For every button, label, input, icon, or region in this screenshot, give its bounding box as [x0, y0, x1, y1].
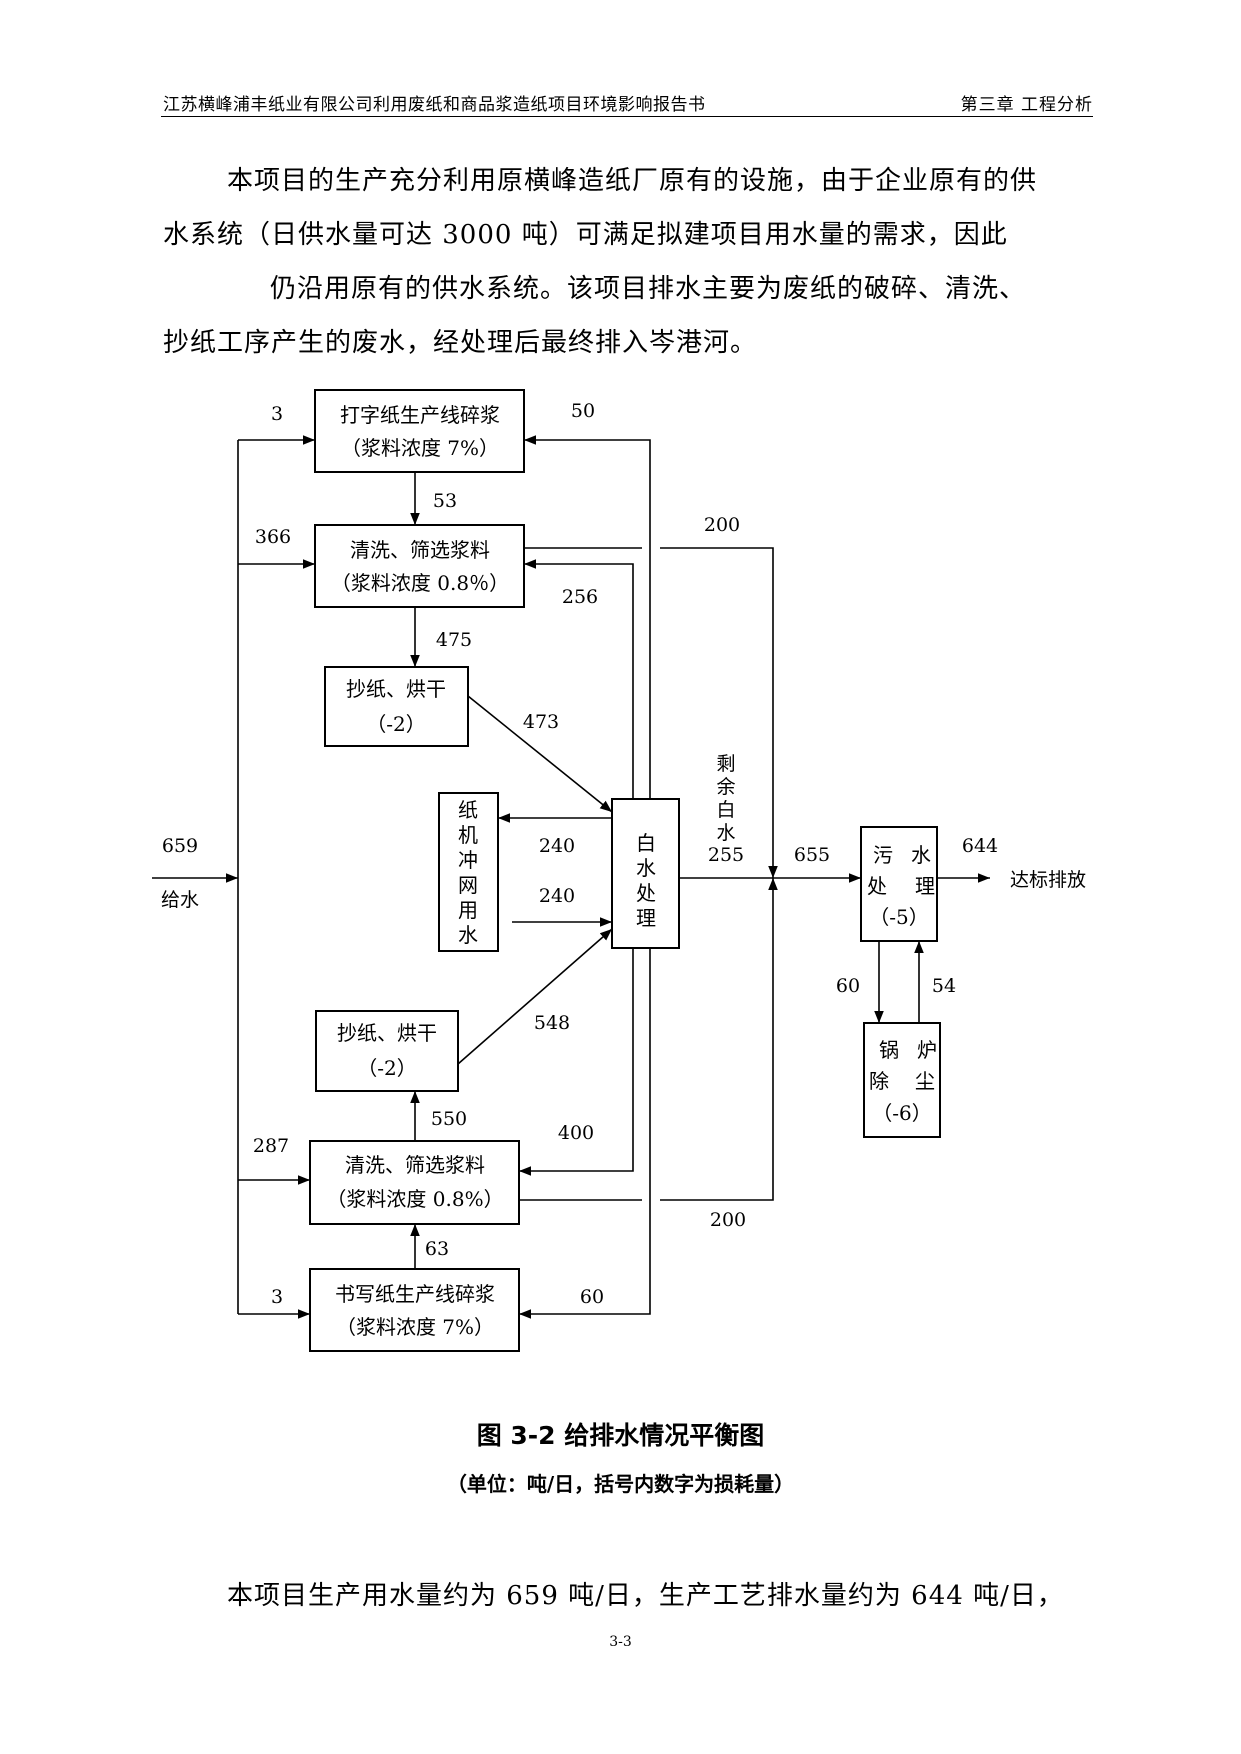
wire-flush-char: 纸: [458, 798, 478, 822]
flow-value: 644: [962, 835, 998, 857]
flow-value: 240: [539, 835, 575, 857]
box-6-line-1: 书写纸生产线碎浆: [335, 1282, 495, 1306]
flow-value: 200: [704, 514, 740, 536]
box-papermaking-drying-lower: [315, 1010, 459, 1092]
box-3-line-1: 抄纸、烘干: [346, 677, 446, 701]
figure-subtitle: （单位：吨/日，括号内数字为损耗量）: [446, 1472, 795, 1496]
paragraph-line: 抄纸工序产生的废水，经处理后最终排入岑港河。: [163, 328, 758, 358]
surplus-char: 剩: [716, 753, 735, 775]
flow-value: 53: [433, 490, 457, 512]
flow-value: 3: [271, 403, 283, 425]
box-6-line-2: （浆料浓度 7%）: [336, 1315, 494, 1339]
box-3-line-2: （-2）: [366, 712, 425, 736]
flow-value: 3: [271, 1286, 283, 1308]
sewage-label: 理: [915, 874, 935, 898]
sewage-label: 水: [911, 843, 931, 867]
boiler-label: 尘: [915, 1069, 935, 1093]
return-256-line: [524, 559, 634, 799]
boiler-label: 炉: [917, 1038, 937, 1062]
return-60-line: [519, 948, 651, 1319]
arrow-box-4-to-white-water: [457, 928, 613, 1065]
sewage-loss: （-5）: [869, 905, 928, 929]
box-5-line-2: （浆料浓度 0.8%）: [326, 1187, 503, 1211]
box-boiler-dust-removal: [863, 1022, 941, 1138]
surplus-char: 余: [716, 776, 735, 798]
discharge-label: 达标排放: [1010, 869, 1086, 891]
flow-value: 60: [836, 975, 860, 997]
box-1-line-2: （浆料浓度 7%）: [341, 436, 499, 460]
flow-value: 400: [558, 1122, 594, 1144]
box-sewage-treatment: [860, 826, 938, 942]
flow-value: 287: [253, 1135, 289, 1157]
header-chapter-title: 第三章 工程分析: [960, 95, 1093, 115]
wire-flush-char: 用: [458, 898, 478, 922]
boiler-label: 锅: [879, 1038, 899, 1062]
flow-value: 550: [431, 1108, 467, 1130]
box-2-line-2: （浆料浓度 0.8％）: [331, 571, 509, 595]
sewage-label: 处: [867, 874, 887, 898]
flow-value: 255: [708, 844, 744, 866]
flow-value: 655: [794, 844, 830, 866]
box-4-line-2: （-2）: [357, 1056, 416, 1080]
surplus-char: 水: [716, 822, 735, 844]
boiler-label: 除: [869, 1069, 889, 1093]
wire-flush-char: 冲: [458, 848, 478, 872]
box-2-line-1: 清洗、筛选浆料: [350, 538, 490, 562]
paragraph-line: 本项目生产用水量约为 659 吨/日，生产工艺排水量约为 644 吨/日，: [227, 1581, 1064, 1611]
flow-value: 366: [255, 526, 291, 548]
surplus-char: 白: [716, 799, 735, 821]
box-typing-paper-pulping: [314, 389, 525, 473]
flow-value: 473: [523, 711, 559, 733]
box-4-line-1: 抄纸、烘干: [337, 1021, 437, 1045]
arrow-box-3-to-white-water: [467, 695, 613, 813]
flow-value: 659: [162, 835, 198, 857]
flow-value: 548: [534, 1012, 570, 1034]
box-papermaking-drying-upper: [324, 666, 469, 747]
box-5-line-1: 清洗、筛选浆料: [345, 1153, 485, 1177]
drain-upper-200-line: [660, 547, 778, 878]
wire-flush-char: 机: [458, 823, 478, 847]
flow-value: 200: [710, 1209, 746, 1231]
flow-value: 54: [932, 975, 956, 997]
box-1-line-1: 打字纸生产线碎浆: [340, 403, 500, 427]
paragraph-line: 水系统（日供水量可达 3000 吨）可满足拟建项目用水量的需求，因此: [163, 220, 1008, 250]
box-white-water-treatment: [611, 798, 680, 949]
boiler-loss: （-6）: [872, 1101, 931, 1125]
white-water-char: 白: [636, 831, 656, 855]
sewage-label: 污: [873, 843, 893, 867]
flow-value: 60: [580, 1286, 604, 1308]
white-water-char: 水: [636, 856, 656, 880]
white-water-char: 理: [636, 906, 656, 930]
header-rule: [161, 116, 1093, 117]
return-50-line: [524, 435, 651, 799]
flow-value: 475: [436, 629, 472, 651]
paragraph-line: 仍沿用原有的供水系统。该项目排水主要为废纸的破碎、清洗、: [270, 274, 1027, 304]
page-number: 3-3: [609, 1634, 632, 1650]
flow-value: 240: [539, 885, 575, 907]
flow-value: 256: [562, 586, 598, 608]
box-wire-flush-water: [438, 792, 499, 952]
wire-flush-char: 网: [458, 873, 478, 897]
wire-flush-char: 水: [458, 923, 478, 947]
paragraph-line: 本项目的生产充分利用原横峰造纸厂原有的设施，由于企业原有的供: [227, 166, 1038, 196]
drain-lower-200-line: [660, 878, 778, 1201]
flow-value: 50: [571, 400, 595, 422]
white-water-char: 处: [636, 881, 656, 905]
header-document-title: 江苏横峰浦丰纸业有限公司利用废纸和商品浆造纸项目环境影响报告书: [163, 95, 706, 115]
supply-label: 给水: [161, 889, 199, 911]
return-400-line: [519, 948, 634, 1176]
flow-value: 63: [425, 1238, 449, 1260]
figure-title: 图 3-2 给排水情况平衡图: [476, 1421, 765, 1450]
